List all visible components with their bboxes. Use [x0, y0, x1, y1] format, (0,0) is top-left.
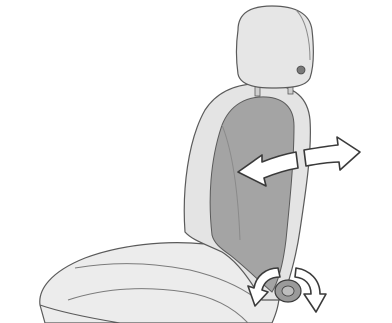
- rotary-knob-center: [282, 286, 294, 296]
- headrest-release-button: [297, 66, 305, 74]
